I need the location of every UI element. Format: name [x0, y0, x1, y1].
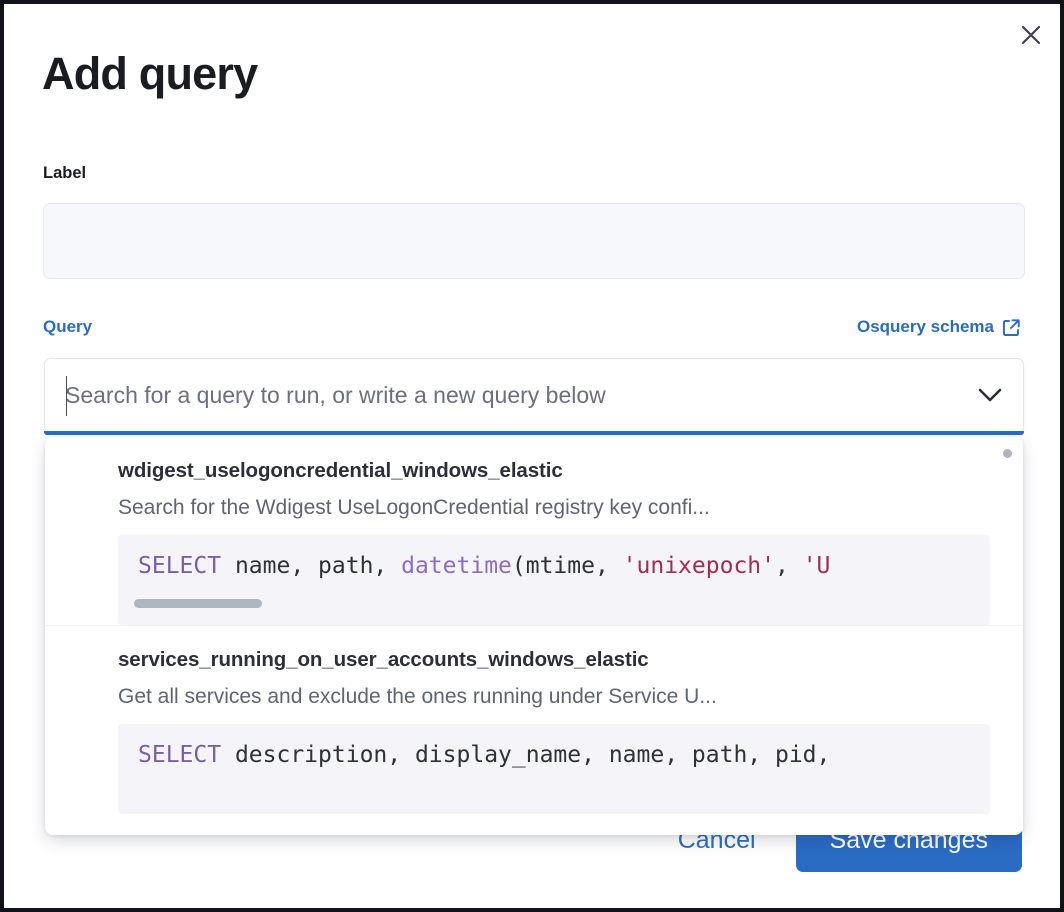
- list-item[interactable]: services_running_on_user_accounts_window…: [45, 625, 1023, 814]
- suggestion-title: wdigest_uselogoncredential_windows_elast…: [118, 459, 563, 482]
- query-combobox-placeholder: Search for a query to run, or write a ne…: [65, 381, 606, 408]
- query-combobox[interactable]: Search for a query to run, or write a ne…: [44, 358, 1024, 432]
- query-suggestions-dropdown: wdigest_uselogoncredential_windows_elast…: [45, 437, 1023, 835]
- list-item[interactable]: wdigest_uselogoncredential_windows_elast…: [45, 437, 1023, 625]
- suggestion-code-line: SELECT name, path, datetime(mtime, 'unix…: [138, 553, 831, 579]
- suggestion-description: Get all services and exclude the ones ru…: [118, 685, 717, 708]
- osquery-schema-link-label: Osquery schema: [856, 317, 994, 336]
- close-icon-button[interactable]: [1014, 18, 1048, 52]
- suggestion-code-block: SELECT description, display_name, name, …: [118, 724, 990, 814]
- label-field-label: Label: [43, 164, 87, 182]
- code-horizontal-scrollbar-thumb[interactable]: [134, 599, 262, 608]
- suggestion-code-line: SELECT description, display_name, name, …: [138, 742, 831, 768]
- suggestion-code-block: SELECT name, path, datetime(mtime, 'unix…: [118, 535, 990, 625]
- suggestion-description: Search for the Wdigest UseLogonCredentia…: [118, 496, 710, 519]
- suggestion-title: services_running_on_user_accounts_window…: [118, 648, 649, 671]
- osquery-schema-link[interactable]: Osquery schema: [857, 317, 1021, 337]
- text-cursor: [66, 376, 67, 416]
- query-combobox-focus-underline: [44, 431, 1024, 435]
- query-field-label: Query: [43, 317, 93, 336]
- chevron-down-icon[interactable]: [975, 386, 1005, 404]
- external-link-icon: [1002, 317, 1021, 337]
- page-title: Add query: [42, 48, 258, 99]
- close-icon: [1020, 24, 1042, 46]
- label-input[interactable]: [43, 203, 1025, 279]
- dropdown-scrollbar-thumb[interactable]: [1003, 449, 1012, 458]
